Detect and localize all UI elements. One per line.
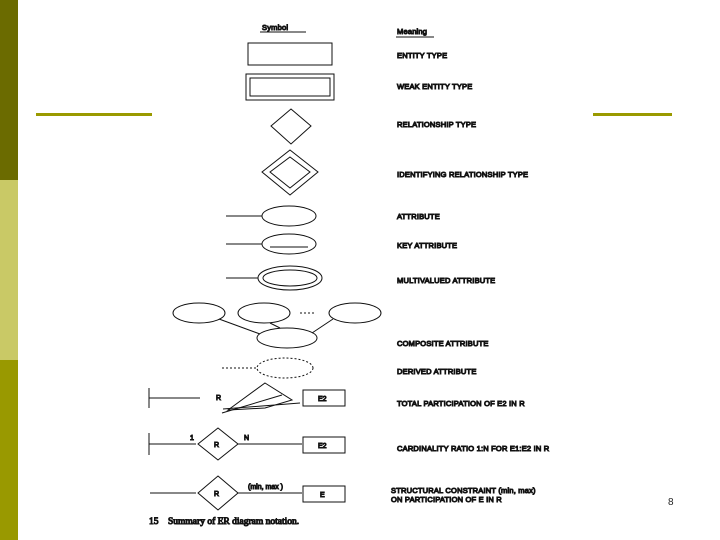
meaning-entity: ENTITY TYPE xyxy=(397,51,447,60)
figure-caption: 15 Summary of ER diagram notation. xyxy=(149,516,299,527)
structural-entity xyxy=(302,485,346,503)
weak-entity-symbol-outer xyxy=(245,73,335,101)
composite-connector-right xyxy=(311,318,334,334)
total-participation-relationship xyxy=(226,382,294,411)
multivalued-attribute-inner xyxy=(262,269,318,287)
key-attribute-symbol xyxy=(261,233,317,255)
sidebar-segment-bottom xyxy=(0,360,18,540)
meaning-relationship: RELATIONSHIP TYPE xyxy=(397,120,476,129)
meaning-attribute: ATTRIBUTE xyxy=(397,212,440,221)
cardinality-entity xyxy=(302,436,346,454)
relationship-symbol xyxy=(270,108,312,145)
total-participation-double-line-b xyxy=(222,402,301,410)
structural-r-label: R xyxy=(214,491,219,498)
identifying-relationship-inner xyxy=(269,156,311,189)
cardinality-one-label: 1 xyxy=(190,435,194,442)
cardinality-r-label: R xyxy=(214,442,219,449)
composite-connector-left xyxy=(218,318,261,335)
title-rule-right xyxy=(593,113,672,116)
cardinality-relationship xyxy=(197,427,239,461)
meaning-total-participation: TOTAL PARTICIPATION OF E2 IN R xyxy=(397,399,525,408)
structural-e-label: E xyxy=(320,492,325,499)
meaning-composite-attribute: COMPOSITE ATTRIBUTE xyxy=(397,339,489,348)
meaning-identifying-relationship: IDENTIFYING RELATIONSHIP TYPE xyxy=(397,170,528,179)
page-number: 8 xyxy=(668,497,674,508)
meaning-header: Meaning xyxy=(397,27,427,36)
sidebar-strip xyxy=(0,0,18,540)
multivalued-attribute-outer xyxy=(257,265,323,291)
meaning-structural-constraint: STRUCTURAL CONSTRAINT (min, max) xyxy=(391,486,536,495)
total-participation-r-label: R xyxy=(216,395,221,402)
meaning-derived-attribute: DERIVED ATTRIBUTE xyxy=(397,367,477,376)
cardinality-e2-label: E2 xyxy=(318,443,327,450)
total-participation-entity xyxy=(302,389,346,407)
structural-minmax-label: (min, max ) xyxy=(248,484,283,491)
entity-symbol xyxy=(247,42,333,66)
sidebar-segment-top xyxy=(0,0,18,180)
composite-component-right xyxy=(328,302,382,324)
cardinality-n-label: N xyxy=(244,435,249,442)
composite-component-middle xyxy=(237,302,291,324)
composite-attribute-symbol xyxy=(256,327,318,349)
attribute-symbol xyxy=(261,205,317,227)
meaning-structural-constraint-line2: ON PARTICIPATION OF E IN R xyxy=(391,495,502,504)
identifying-relationship-outer xyxy=(261,149,319,196)
sidebar-segment-middle xyxy=(0,180,18,360)
composite-connector-middle xyxy=(269,322,281,329)
composite-component-left xyxy=(172,302,226,324)
meaning-cardinality-ratio: CARDINALITY RATIO 1:N FOR E1:E2 IN R xyxy=(397,444,550,453)
meaning-key-attribute: KEY ATTRIBUTE xyxy=(397,241,457,250)
symbol-header: Symbol xyxy=(262,23,288,32)
total-participation-e2-label: E2 xyxy=(318,396,327,403)
meaning-multivalued-attribute: MULTIVALUED ATTRIBUTE xyxy=(397,276,495,285)
title-rule-left xyxy=(36,113,152,116)
structural-relationship xyxy=(197,475,239,511)
derived-attribute-symbol xyxy=(256,357,314,379)
total-participation-double-line-a xyxy=(221,394,283,414)
meaning-weak-entity: WEAK ENTITY TYPE xyxy=(397,82,472,91)
weak-entity-symbol-inner xyxy=(249,77,331,97)
